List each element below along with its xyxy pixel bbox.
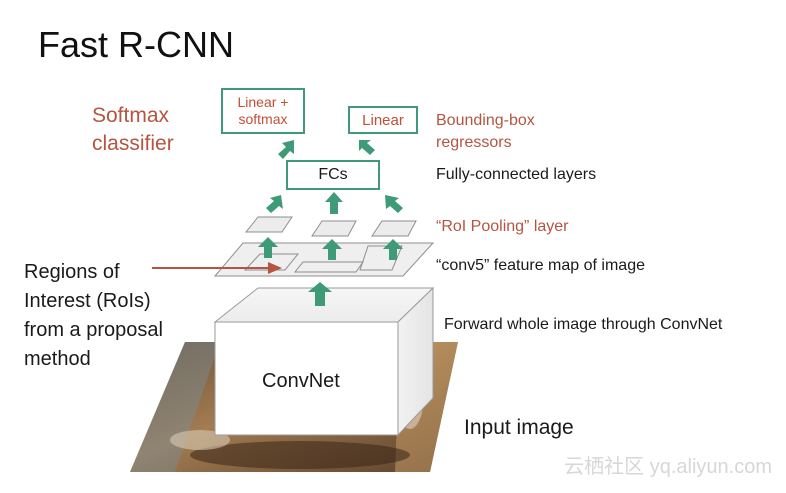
conv5-label: “conv5” feature map of image <box>436 257 645 274</box>
convnet-label: ConvNet <box>262 370 340 392</box>
convnet-box <box>213 286 435 437</box>
fully-connected-label: Fully-connected layers <box>436 166 597 183</box>
linear-softmax-box: Linear + softmax <box>221 88 305 134</box>
linear-label: Linear <box>362 111 404 129</box>
fcs-label: FCs <box>318 166 348 183</box>
roi-pooling-label: “RoI Pooling” layer <box>436 218 569 235</box>
roi-pointer-arrow <box>152 262 282 274</box>
roi-pooling-layer <box>244 216 417 237</box>
softmax-classifier-label: Softmax classifier <box>92 104 174 155</box>
forward-label: Forward whole image through ConvNet <box>444 316 723 333</box>
flow-arrows <box>258 140 403 306</box>
rois-label: Regions of Interest (RoIs) from a propos… <box>24 261 163 370</box>
linear-softmax-label: Linear + softmax <box>237 94 289 127</box>
fcs-box: FCs <box>286 160 380 190</box>
linear-box: Linear <box>348 106 418 134</box>
bbox-regressors-label: Bounding-box regressors <box>436 112 535 151</box>
input-image-label: Input image <box>464 416 574 439</box>
watermark: 云栖社区 yq.aliyun.com <box>564 456 772 478</box>
slide-title: Fast R-CNN <box>38 24 234 65</box>
